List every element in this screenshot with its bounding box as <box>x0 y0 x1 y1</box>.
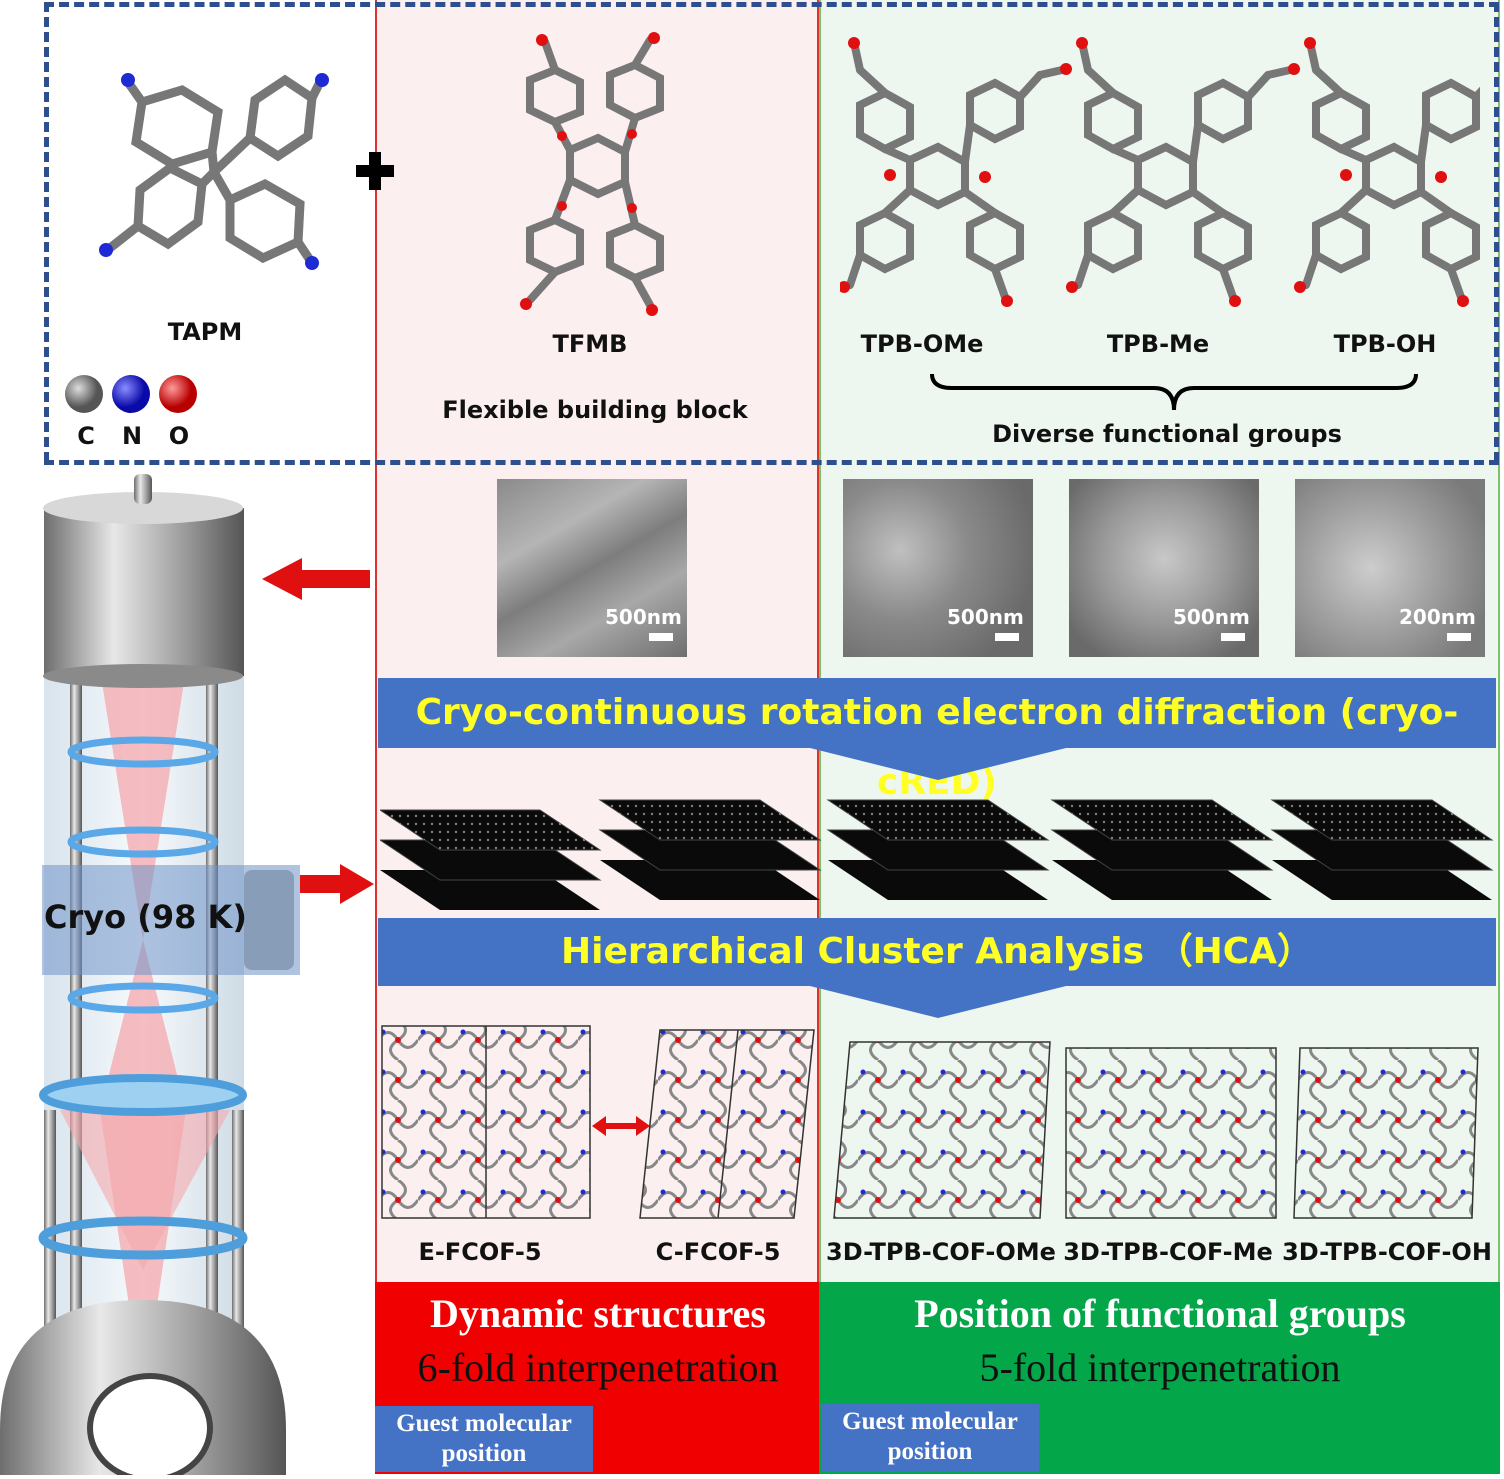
dashed-border-left <box>44 2 49 462</box>
hca-banner: Hierarchical Cluster Analysis （HCA） <box>378 918 1496 986</box>
tfmb-molecule <box>520 32 664 316</box>
ome-structure-label: 3D-TPB-COF-OMe <box>826 1238 1056 1266</box>
diffraction-stack-4 <box>1050 799 1274 900</box>
green-panel-subtitle: 5-fold interpenetration <box>979 1345 1341 1390</box>
tpb-me-label: TPB-Me <box>1106 330 1210 358</box>
nitrogen-ball <box>112 375 150 413</box>
left-arrow-icon <box>262 558 370 600</box>
sem-image-ome: 500nm <box>843 479 1033 657</box>
structure-c-fcof-5 <box>639 1029 815 1219</box>
diffraction-stack-1 <box>380 809 602 910</box>
sem-scale-label: 500nm <box>1173 605 1250 629</box>
sem-image-oh: 200nm <box>1295 479 1485 657</box>
structure-e-fcof-5 <box>381 1025 591 1219</box>
dashed-border-bottom <box>44 460 1499 465</box>
diffraction-stack-3 <box>826 799 1050 900</box>
right-arrow-icon <box>300 864 374 904</box>
legend-o: O <box>168 422 190 450</box>
cryo-holder-illustration <box>0 474 300 1475</box>
sem-scale-bar <box>1221 633 1245 641</box>
cred-banner: Cryo-continuous rotation electron diffra… <box>378 678 1496 803</box>
legend-c: C <box>77 422 95 450</box>
oh-structure-label: 3D-TPB-COF-OH <box>1282 1238 1492 1266</box>
sem-scale-bar <box>649 633 673 641</box>
guest-line-1: Guest molecular <box>842 1408 1018 1435</box>
guest-position-red: Guest molecular position <box>375 1406 593 1472</box>
structure-3d-tpb-cof-me <box>1065 1047 1277 1219</box>
structure-3d-tpb-cof-ome <box>833 1041 1051 1219</box>
c-fcof-label: C-FCOF-5 <box>655 1238 781 1266</box>
diffraction-stack-5 <box>1270 799 1494 900</box>
guest-position-green: Guest molecular position <box>821 1404 1039 1472</box>
dashed-border-top <box>44 2 1499 7</box>
me-structure-label: 3D-TPB-COF-Me <box>1063 1238 1273 1266</box>
guest-line-2: position <box>441 1440 527 1467</box>
guest-line-2: position <box>887 1438 973 1465</box>
tpb-oh-label: TPB-OH <box>1333 330 1437 358</box>
double-arrow-icon <box>592 1116 650 1136</box>
red-panel-title: Dynamic structures <box>430 1291 766 1336</box>
cryo-label: Cryo (98 K) <box>44 898 247 936</box>
atom-legend-balls <box>65 375 197 413</box>
diffraction-stack-2 <box>598 799 822 900</box>
tapm-molecule <box>99 73 329 270</box>
tfmb-label: TFMB <box>552 330 628 358</box>
curly-brace <box>930 373 1418 411</box>
sem-scale-bar <box>1447 633 1471 641</box>
tapm-label: TAPM <box>167 318 243 346</box>
dashed-border-right <box>1494 2 1499 462</box>
carbon-ball <box>65 375 103 413</box>
sem-image-me: 500nm <box>1069 479 1259 657</box>
crystal-structures <box>381 1025 1479 1219</box>
down-arrow-2 <box>810 986 1066 1018</box>
down-arrow-1 <box>810 748 1066 780</box>
e-fcof-label: E-FCOF-5 <box>418 1238 542 1266</box>
green-panel-title: Position of functional groups <box>914 1291 1406 1336</box>
sem-scale-label: 500nm <box>605 605 682 629</box>
diverse-caption: Diverse functional groups <box>992 420 1342 448</box>
sem-scale-label: 200nm <box>1399 605 1476 629</box>
structure-3d-tpb-cof-oh <box>1293 1047 1479 1219</box>
legend-n: N <box>121 422 143 450</box>
tpb-molecules <box>840 37 1480 307</box>
guest-line-1: Guest molecular <box>396 1410 572 1437</box>
oxygen-ball <box>159 375 197 413</box>
diffraction-patterns <box>380 799 1494 910</box>
sem-image-tfmb: 500nm <box>497 479 687 657</box>
red-panel-subtitle: 6-fold interpenetration <box>417 1345 779 1390</box>
tpb-ome-label: TPB-OMe <box>860 330 984 358</box>
sem-scale-bar <box>995 633 1019 641</box>
plus-icon <box>356 152 394 190</box>
flexible-caption: Flexible building block <box>442 396 748 424</box>
sem-scale-label: 500nm <box>947 605 1024 629</box>
